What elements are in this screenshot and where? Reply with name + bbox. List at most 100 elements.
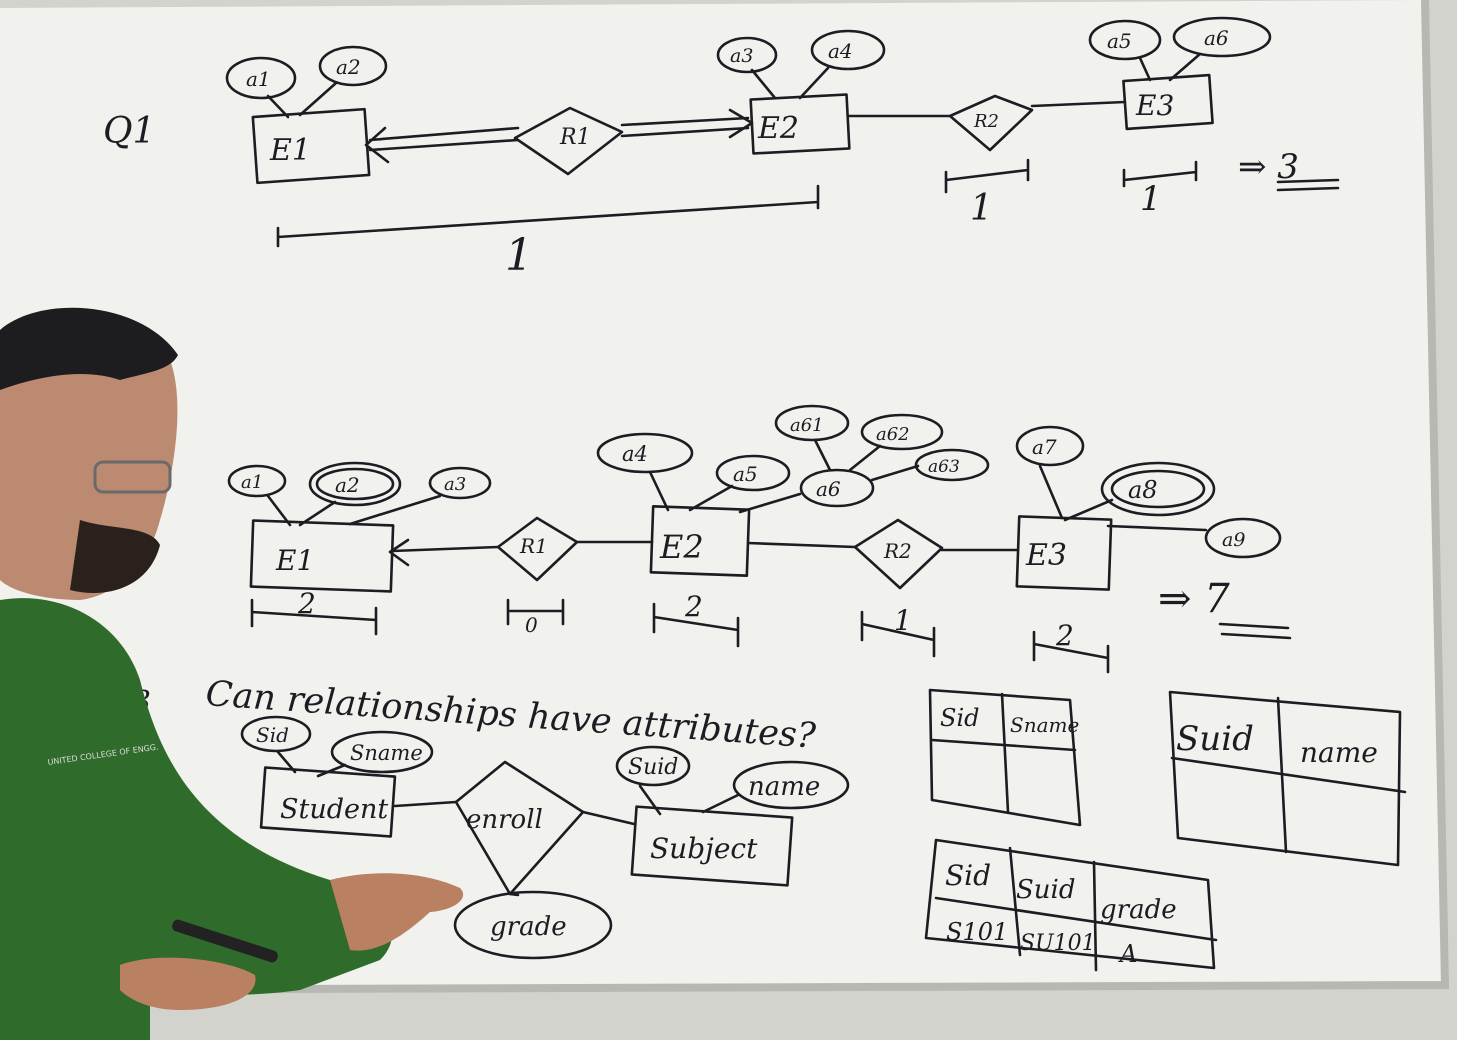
q2-e2-label: E2 — [659, 528, 704, 566]
presenter: UNITED COLLEGE OF ENGG. — [0, 307, 464, 1040]
q1-e2-label: E2 — [757, 111, 799, 146]
q2-a63-label: a63 — [928, 457, 960, 477]
q2-a7-label: a7 — [1032, 435, 1057, 459]
q2-count-3: 2 — [684, 590, 703, 623]
enroll-table-header-sid: Sid — [945, 859, 991, 892]
q1-entity-e3 — [1122, 73, 1214, 131]
q2-attr-a4 — [596, 432, 694, 474]
q1-a5-label: a5 — [1107, 29, 1132, 53]
marker-icon — [172, 919, 278, 963]
q1-attr-a2 — [318, 45, 388, 87]
presenter-hand — [330, 873, 464, 951]
q1-entity-e2 — [749, 93, 851, 155]
q2-diagram: E1 a1 a2 a3 R1 E2 a4 a5 a6 a61 a62 a63 R… — [227, 404, 1292, 674]
q3-suid-label: Suid — [628, 755, 678, 780]
board-frame — [0, 0, 1450, 994]
q2-a2-label: a2 — [335, 473, 360, 497]
subject-table: Suid name — [1168, 690, 1407, 867]
q2-a5-label: a5 — [733, 462, 758, 486]
q3-attr-sname — [330, 730, 434, 774]
q2-attr-a61 — [774, 404, 850, 442]
enroll-table-header-suid: Suid — [1016, 875, 1076, 905]
student-table: Sid Sname — [928, 688, 1082, 827]
q2-a61-label: a61 — [790, 415, 824, 436]
student-table-header-sname: Sname — [1010, 713, 1079, 737]
q3-subject-label: Subject — [650, 832, 758, 865]
enroll-table-cell-suid: SU101 — [1020, 931, 1096, 956]
enroll-table-header-grade: grade — [1100, 895, 1177, 925]
q2-a6-label: a6 — [816, 477, 841, 501]
q2-attr-a9 — [1204, 517, 1282, 559]
q1-a3-label: a3 — [730, 45, 753, 67]
q1-r1-label: R1 — [559, 125, 591, 150]
q1-count-3: 1 — [1140, 179, 1162, 219]
q3-entity-subject — [630, 805, 794, 887]
q2-attr-a3 — [428, 466, 492, 500]
q1-count-1: 1 — [505, 230, 533, 281]
presenter-head — [0, 314, 178, 600]
q2-entity-e3 — [1015, 515, 1113, 591]
q2-attr-a62 — [860, 413, 944, 451]
q3-attr-suid — [615, 745, 691, 787]
enroll-table-cell-sid: S101 — [946, 918, 1008, 946]
q2-count-5: 2 — [1055, 619, 1074, 652]
q1-a2-label: a2 — [336, 55, 361, 79]
q1-attr-a5 — [1088, 19, 1162, 61]
q1-result: ⇒ 3 — [1238, 147, 1299, 187]
q3-student-label: Student — [280, 794, 388, 825]
q2-e1-label: E1 — [275, 544, 314, 577]
q1-label: Q1 — [103, 111, 155, 152]
q2-attr-a7 — [1015, 425, 1085, 467]
q1-a4-label: a4 — [828, 39, 853, 63]
enroll-table: Sid Suid grade S101 SU101 A — [924, 838, 1218, 972]
q1-count-2: 1 — [970, 188, 993, 229]
q1-attr-a4 — [810, 29, 886, 71]
q1-attr-a6 — [1172, 16, 1272, 58]
q2-count-2: 0 — [525, 613, 538, 637]
student-table-header-sid: Sid — [940, 704, 979, 732]
q3-sname-label: Sname — [350, 741, 423, 765]
q2-a1-label: a1 — [241, 472, 263, 493]
enroll-table-cell-grade: A — [1118, 940, 1137, 968]
q2-r2-label: R2 — [883, 539, 912, 563]
q1-rel-r2 — [948, 94, 1034, 152]
q1-a6-label: a6 — [1204, 26, 1229, 50]
q1-r2-label: R2 — [973, 111, 999, 132]
q3-attr-grade — [453, 890, 613, 960]
q1-attr-a3 — [716, 36, 778, 74]
q2-entity-e1 — [249, 519, 395, 593]
q2-a4-label: a4 — [622, 442, 648, 466]
q2-count-4: 1 — [894, 604, 912, 637]
q3-attr-name — [732, 760, 850, 810]
q2-a62-label: a62 — [876, 424, 910, 445]
q1-e3-label: E3 — [1135, 89, 1174, 122]
q2-a9-label: a9 — [1222, 529, 1245, 551]
q1-a1-label: a1 — [246, 67, 271, 91]
subject-table-header-suid: Suid — [1176, 719, 1254, 759]
q2-attr-a63 — [914, 448, 990, 482]
q1-e1-label: E1 — [269, 133, 311, 168]
glasses-icon — [93, 460, 172, 494]
q2-attr-a1 — [227, 464, 287, 498]
subject-table-header-name: name — [1300, 736, 1378, 769]
q2-a8-label: a8 — [1128, 476, 1158, 504]
whiteboard — [0, 0, 1445, 990]
q2-a3-label: a3 — [444, 474, 466, 495]
q3-name-label: name — [748, 772, 820, 802]
q1-rel-r1 — [513, 106, 624, 176]
q2-attr-a5 — [715, 454, 791, 492]
q2-r1-label: R1 — [519, 534, 548, 558]
q2-count-1: 2 — [297, 587, 316, 620]
q2-attr-a2 — [308, 461, 402, 507]
q2-attr-a6 — [799, 468, 875, 508]
q2-e3-label: E3 — [1025, 538, 1067, 573]
q3-sid-label: Sid — [256, 723, 289, 747]
q2-result: ⇒ 7 — [1158, 576, 1230, 622]
q3-grade-label: grade — [490, 912, 567, 942]
q3-attr-sid — [240, 715, 312, 753]
q3-enroll-label: enroll — [466, 805, 543, 835]
q1-entity-e1 — [251, 107, 371, 185]
q2-rel-r2 — [853, 518, 944, 590]
q2-attr-a8 — [1100, 461, 1216, 517]
